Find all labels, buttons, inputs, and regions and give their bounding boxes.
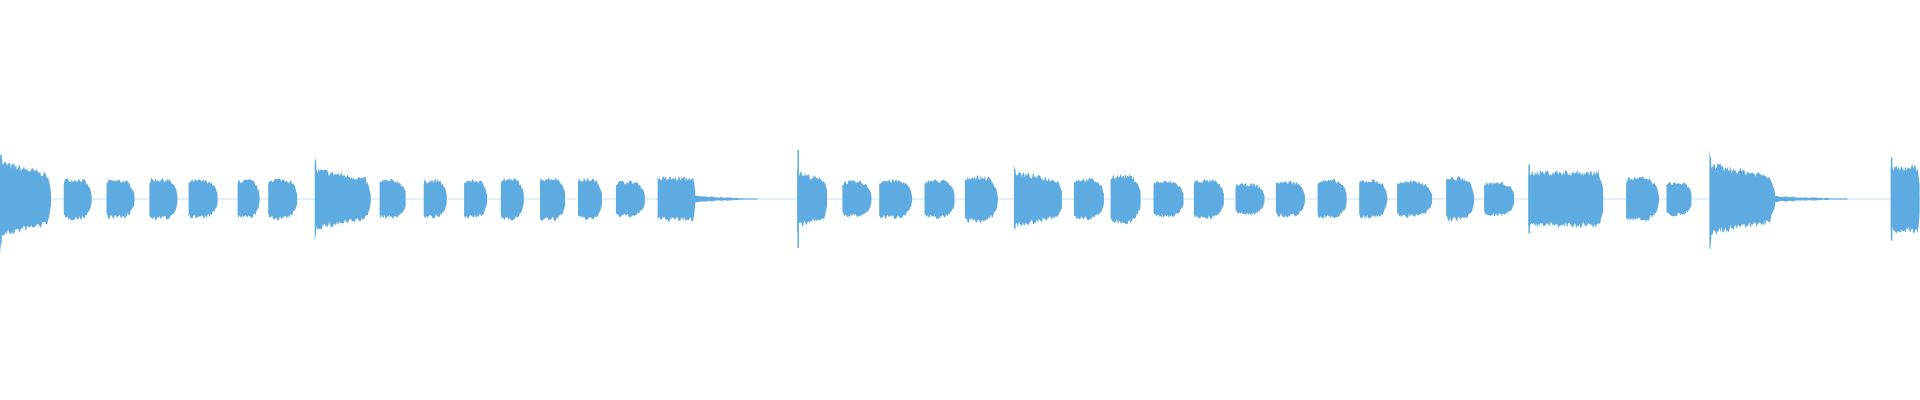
waveform-segment [63, 178, 92, 221]
waveform-segment [1275, 180, 1305, 218]
waveform-segment [1153, 180, 1184, 218]
waveform-segment [1193, 178, 1224, 219]
waveform-segment [423, 178, 447, 219]
waveform-segment [1013, 163, 1062, 233]
waveform-segment [1666, 181, 1692, 217]
waveform-segments [0, 149, 1920, 253]
waveform-segment [1110, 173, 1141, 225]
waveform-segment [1397, 180, 1433, 218]
waveform-segment [1317, 179, 1347, 219]
waveform-segment [1484, 181, 1515, 217]
waveform-segment [464, 178, 488, 220]
waveform-segment [797, 167, 828, 234]
waveform-segment [268, 178, 298, 221]
waveform-segment [1446, 176, 1475, 222]
waveform-segment [879, 178, 913, 219]
waveform-segment [1890, 164, 1920, 234]
waveform-segment [924, 179, 955, 219]
waveform-segment [578, 177, 602, 221]
waveform-segment [615, 180, 645, 218]
waveform-segment [500, 177, 524, 221]
waveform-segment [379, 178, 406, 220]
waveform-segment [1073, 177, 1104, 221]
waveform-segment [237, 179, 260, 218]
waveform-segment [149, 177, 178, 221]
waveform-segment [0, 153, 51, 253]
waveform-segment [964, 174, 998, 224]
waveform-segment [106, 178, 135, 220]
waveform-segment [1235, 182, 1265, 216]
waveform-segment [1528, 169, 1604, 229]
waveform-segment [1709, 149, 1848, 249]
waveform-segment [657, 176, 758, 222]
waveform-segment [1626, 176, 1660, 222]
waveform-segment [188, 179, 218, 219]
waveform-segment [842, 180, 872, 218]
waveform-segment [540, 177, 565, 222]
waveform-segment [1359, 179, 1388, 219]
waveform-segment [314, 157, 371, 242]
